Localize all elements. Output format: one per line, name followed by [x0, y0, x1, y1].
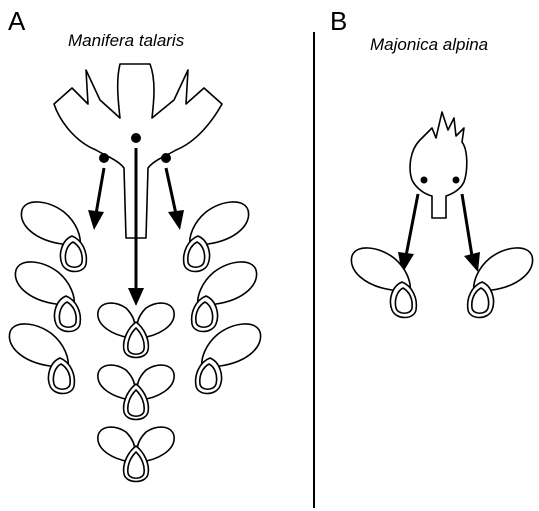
panel-a-center-column: [98, 303, 174, 481]
b-left-dot: [421, 177, 428, 184]
panel-b-crown: [410, 112, 467, 218]
crown-right-dot: [161, 153, 171, 163]
panel-a-species: Manifera talaris: [68, 31, 185, 50]
panel-b-letter: B: [330, 6, 347, 36]
panel-a-crown: [54, 64, 222, 238]
panel-a-right-column: [184, 202, 261, 394]
panel-a-letter: A: [8, 6, 26, 36]
panel-a-arrows: [88, 148, 184, 306]
b-right-dot: [453, 177, 460, 184]
crown-left-dot: [99, 153, 109, 163]
panel-b-species: Majonica alpina: [370, 35, 488, 54]
panel-b-units: [351, 248, 532, 318]
crown-center-dot: [131, 133, 141, 143]
panel-a-left-column: [9, 202, 86, 394]
